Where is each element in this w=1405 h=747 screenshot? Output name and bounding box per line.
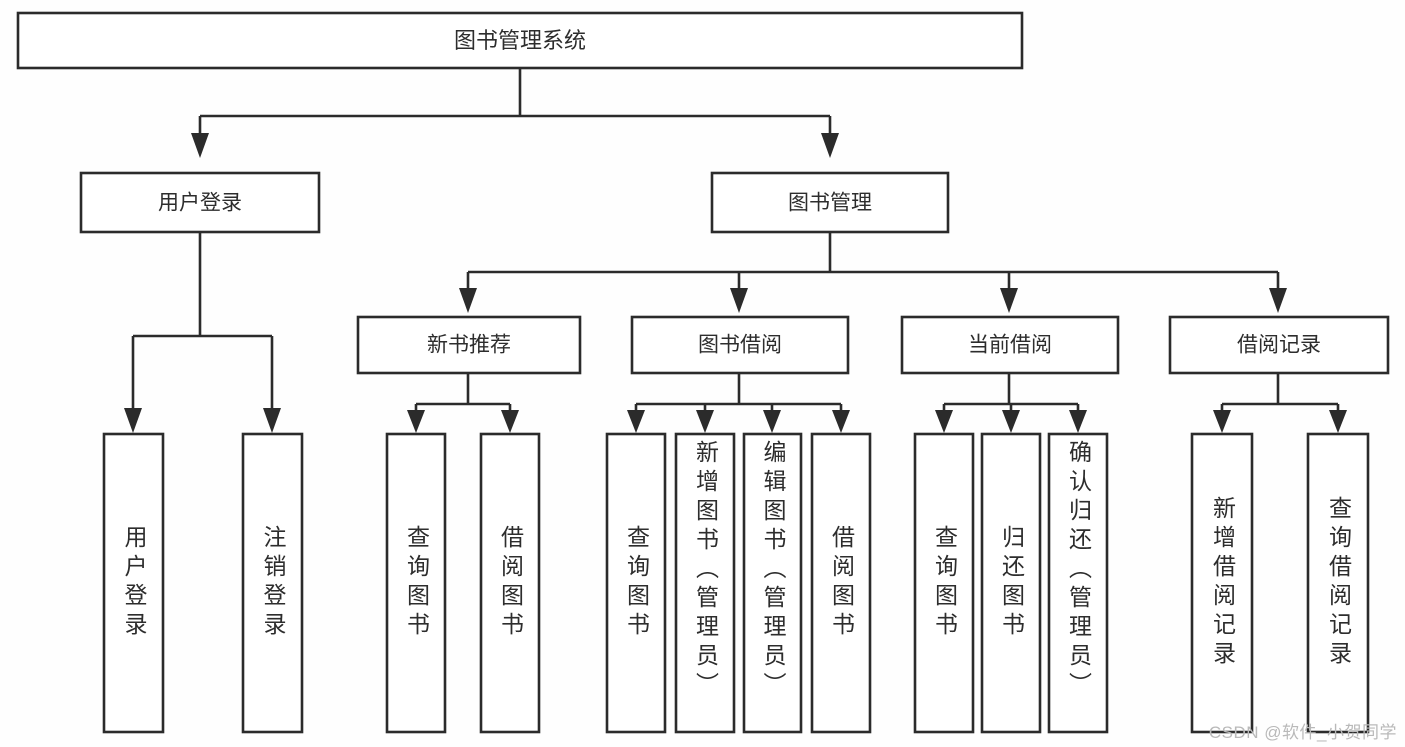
arrow-head-icon <box>191 133 209 158</box>
arrow-head-icon <box>935 410 953 433</box>
node-borrow-record[interactable]: 借阅记录 <box>1168 315 1390 375</box>
node-current-borrow-box[interactable] <box>900 315 1120 375</box>
node-new-book-recommend-label: 新书推荐 <box>427 334 511 357</box>
leaf-box-logout-login[interactable] <box>241 432 304 734</box>
arrow-head-icon <box>1002 410 1020 433</box>
node-book-management-box[interactable] <box>710 171 950 234</box>
node-book-borrow-box[interactable] <box>630 315 850 375</box>
arrow-head-icon <box>696 410 714 433</box>
arrow-head-icon <box>124 408 142 433</box>
leaf-box-add-borrow-record[interactable] <box>1190 432 1254 734</box>
leaf-box-user-login[interactable] <box>102 432 165 734</box>
leaf-box-query-borrow-record[interactable] <box>1306 432 1370 734</box>
arrow-head-icon <box>501 410 519 433</box>
connector-root-to-level2 <box>191 68 839 158</box>
arrow-head-icon <box>730 288 748 313</box>
arrow-head-icon <box>407 410 425 433</box>
connector-current-borrow-to-leaves <box>935 373 1087 433</box>
leaf-box-confirm-return-admin[interactable] <box>1047 432 1109 734</box>
arrow-head-icon <box>1069 410 1087 433</box>
node-root-box[interactable] <box>16 11 1024 70</box>
node-user-login-label: 用户登录 <box>158 192 242 215</box>
arrow-head-icon <box>821 133 839 158</box>
leaf-box-borrow-book-2[interactable] <box>810 432 872 734</box>
node-book-borrow-label: 图书借阅 <box>698 334 782 357</box>
arrow-head-icon <box>627 410 645 433</box>
connector-book-borrow-to-leaves <box>627 373 850 433</box>
leaf-box-query-book-3[interactable] <box>913 432 975 734</box>
arrow-head-icon <box>1213 410 1231 433</box>
arrow-head-icon <box>459 288 477 313</box>
node-borrow-record-label: 借阅记录 <box>1237 334 1321 357</box>
connector-book-management-to-level3 <box>459 232 1287 313</box>
connector-new-book-recommend-to-leaves <box>407 373 519 433</box>
node-book-management-label: 图书管理 <box>788 192 872 215</box>
node-current-borrow-label: 当前借阅 <box>968 334 1052 357</box>
arrow-head-icon <box>1329 410 1347 433</box>
leaf-box-return-book[interactable] <box>980 432 1042 734</box>
node-book-management[interactable]: 图书管理 <box>710 171 950 234</box>
node-user-login-box[interactable] <box>79 171 321 234</box>
leaf-box-edit-book-admin[interactable] <box>742 432 803 734</box>
arrow-head-icon <box>1269 288 1287 313</box>
node-root[interactable]: 图书管理系统 <box>16 11 1024 70</box>
node-user-login[interactable]: 用户登录 <box>79 171 321 234</box>
node-root-label: 图书管理系统 <box>454 28 586 53</box>
node-new-book-recommend-box[interactable] <box>356 315 582 375</box>
connector-borrow-record-to-leaves <box>1213 373 1347 433</box>
arrow-head-icon <box>763 410 781 433</box>
leaf-box-query-book-2[interactable] <box>605 432 667 734</box>
arrow-head-icon <box>832 410 850 433</box>
connector-user-login-to-leaves <box>124 232 281 433</box>
arrow-head-icon <box>1000 288 1018 313</box>
arrow-head-icon <box>263 408 281 433</box>
node-new-book-recommend[interactable]: 新书推荐 <box>356 315 582 375</box>
node-book-borrow[interactable]: 图书借阅 <box>630 315 850 375</box>
node-borrow-record-box[interactable] <box>1168 315 1390 375</box>
leaf-box-add-book-admin[interactable] <box>674 432 736 734</box>
leaf-box-query-book-1[interactable] <box>385 432 447 734</box>
node-current-borrow[interactable]: 当前借阅 <box>900 315 1120 375</box>
watermark-text: CSDN @软件_小贺同学 <box>1208 723 1397 742</box>
leaf-box-borrow-book-1[interactable] <box>479 432 541 734</box>
